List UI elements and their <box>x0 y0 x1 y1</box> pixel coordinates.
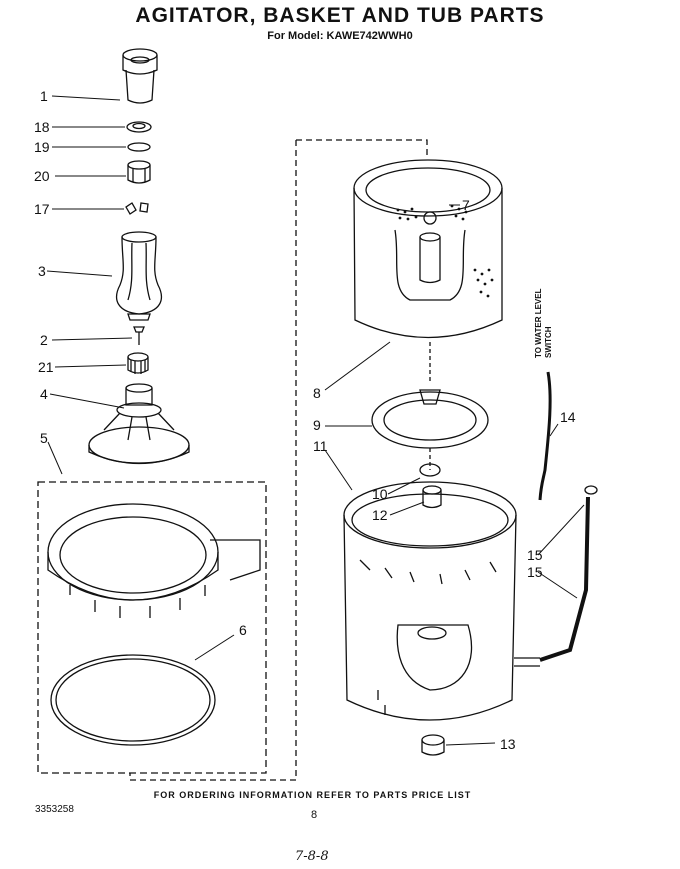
cam-ring-part <box>126 121 152 133</box>
page-number: 8 <box>311 809 318 821</box>
cam-washer-part <box>127 142 151 152</box>
callout-8: 8 <box>313 385 321 401</box>
spanner-nut-part <box>419 463 442 509</box>
callout-19: 19 <box>34 139 50 155</box>
group-frame-side <box>129 140 297 781</box>
callout-11: 11 <box>313 438 328 454</box>
page-title: AGITATOR, BASKET AND TUB PARTS <box>135 4 545 27</box>
tub-gasket-part <box>50 654 216 746</box>
ordering-note: FOR ORDERING INFORMATION REFER TO PARTS … <box>153 790 472 800</box>
callout-21: 21 <box>38 359 54 375</box>
callout-17: 17 <box>34 201 50 217</box>
tub-ring-group-box <box>37 481 267 774</box>
tub-seal-part <box>421 734 445 756</box>
callout-4: 4 <box>40 386 48 402</box>
water-level-switch-label: TO WATER LEVEL SWITCH <box>534 288 553 358</box>
agitator-cap-part <box>122 48 158 104</box>
callout-15b: 15 <box>527 564 543 580</box>
basket-drive-ring-part <box>371 389 489 449</box>
svg-text:SWITCH: SWITCH <box>544 326 553 358</box>
callout-13: 13 <box>500 736 516 752</box>
callout-labels: 1 18 19 20 17 3 2 21 4 5 6 7 8 9 11 10 1… <box>34 88 576 752</box>
callout-7: 7 <box>462 197 470 213</box>
agitator-dogs-part <box>125 202 149 215</box>
outer-tub-part <box>343 481 517 721</box>
callout-1: 1 <box>40 88 48 104</box>
handwritten-note: 7-8-8 <box>295 849 329 864</box>
svg-text:TO WATER LEVEL: TO WATER LEVEL <box>534 288 543 358</box>
callout-15a: 15 <box>527 547 543 563</box>
callout-leaders <box>46 95 585 746</box>
agitator-cam-part <box>127 160 151 184</box>
group-frame-top <box>296 139 428 158</box>
callout-2: 2 <box>40 332 48 348</box>
agitator-base-part <box>88 383 190 465</box>
pressure-hose-part <box>538 371 552 501</box>
drain-hose-part <box>514 485 598 667</box>
callout-9: 9 <box>313 417 321 433</box>
callout-20: 20 <box>34 168 50 184</box>
agitator-screw-part <box>133 326 145 345</box>
wash-basket-part <box>353 159 503 339</box>
callout-5: 5 <box>40 430 48 446</box>
callout-6: 6 <box>239 622 247 638</box>
callout-14: 14 <box>560 409 576 425</box>
tub-ring-part <box>47 503 261 618</box>
callout-12: 12 <box>372 507 388 523</box>
callout-3: 3 <box>38 263 46 279</box>
drive-block-part <box>127 352 149 374</box>
model-subtitle: For Model: KAWE742WWH0 <box>267 30 413 42</box>
document-number: 3353258 <box>35 804 74 815</box>
callout-18: 18 <box>34 119 50 135</box>
callout-10: 10 <box>372 486 388 502</box>
agitator-body-part <box>115 231 163 321</box>
